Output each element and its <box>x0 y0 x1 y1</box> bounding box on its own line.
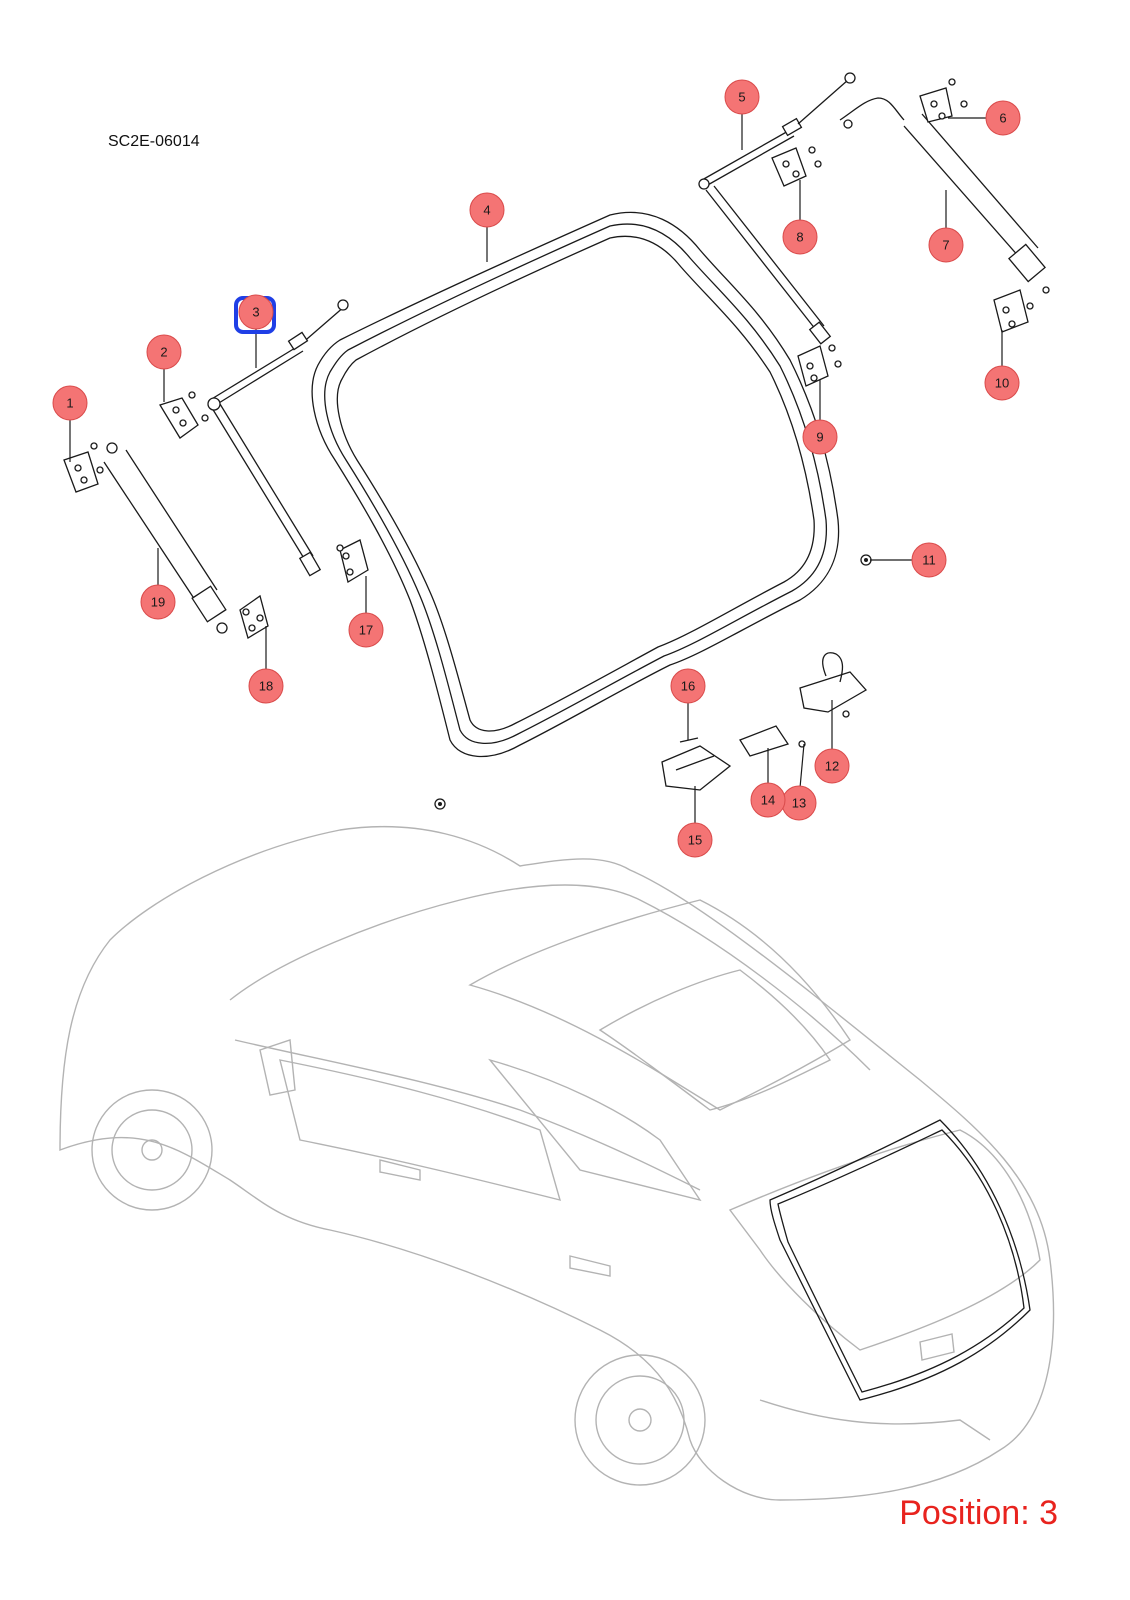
callout-7[interactable]: 7 <box>928 227 964 263</box>
diagram-code: SC2E-06014 <box>108 133 200 150</box>
nut-11[interactable] <box>860 554 872 566</box>
callout-3-label: 3 <box>252 305 259 320</box>
callout-8-label: 8 <box>796 230 803 245</box>
callout-11[interactable]: 11 <box>911 542 947 578</box>
gas-strut-19[interactable] <box>103 442 228 634</box>
callout-5[interactable]: 5 <box>724 79 760 115</box>
power-strut-7[interactable] <box>839 97 1046 283</box>
bracket-18[interactable] <box>239 594 269 639</box>
callout-14-label: 14 <box>761 793 775 808</box>
tailgate-seal[interactable] <box>311 211 840 758</box>
callout-16-label: 16 <box>681 679 695 694</box>
callout-12[interactable]: 12 <box>814 748 850 784</box>
bracket-6[interactable] <box>919 78 968 123</box>
nut-loose <box>434 798 446 810</box>
gas-strut-5[interactable] <box>698 72 856 345</box>
position-label: Position: 3 <box>899 1494 1058 1532</box>
callout-2[interactable]: 2 <box>146 334 182 370</box>
callout-13-label: 13 <box>792 796 806 811</box>
callout-10[interactable]: 10 <box>984 365 1020 401</box>
callout-9-label: 9 <box>816 430 823 445</box>
callout-7-label: 7 <box>942 238 949 253</box>
callout-4-label: 4 <box>483 203 490 218</box>
callout-9[interactable]: 9 <box>802 419 838 455</box>
callout-1[interactable]: 1 <box>52 385 88 421</box>
callout-10-label: 10 <box>995 376 1009 391</box>
bracket-10[interactable] <box>993 286 1050 333</box>
callout-18-label: 18 <box>259 679 273 694</box>
callout-2-label: 2 <box>160 345 167 360</box>
callout-12-label: 12 <box>825 759 839 774</box>
callout-19-label: 19 <box>151 595 165 610</box>
callout-6[interactable]: 6 <box>985 100 1021 136</box>
gas-strut-left-upper[interactable] <box>207 299 349 577</box>
bracket-8[interactable] <box>771 146 822 187</box>
vehicle-outline <box>59 825 1055 1501</box>
callout-19[interactable]: 19 <box>140 584 176 620</box>
callout-17-label: 17 <box>359 623 373 638</box>
bracket-17[interactable] <box>336 539 369 584</box>
callout-8[interactable]: 8 <box>782 219 818 255</box>
hinge-bracket-1[interactable] <box>63 442 104 493</box>
hinge-bracket-2[interactable] <box>159 391 209 439</box>
callout-14[interactable]: 14 <box>750 782 786 818</box>
callout-13[interactable]: 13 <box>781 785 817 821</box>
callout-1-label: 1 <box>66 396 73 411</box>
callout-16[interactable]: 16 <box>670 668 706 704</box>
callout-17[interactable]: 17 <box>348 612 384 648</box>
latch-12[interactable] <box>799 652 868 718</box>
callout-3[interactable]: 3 <box>238 294 274 330</box>
callout-18[interactable]: 18 <box>248 668 284 704</box>
callout-15[interactable]: 15 <box>677 822 713 858</box>
leader-lines <box>69 112 1003 824</box>
bracket-9[interactable] <box>797 344 842 387</box>
latch-housing-15[interactable] <box>661 737 732 791</box>
callout-15-label: 15 <box>688 833 702 848</box>
callout-4[interactable]: 4 <box>469 192 505 228</box>
callout-5-label: 5 <box>738 90 745 105</box>
callout-11-label: 11 <box>922 553 936 568</box>
striker-plate-14[interactable] <box>739 725 806 757</box>
callout-6-label: 6 <box>999 111 1006 126</box>
